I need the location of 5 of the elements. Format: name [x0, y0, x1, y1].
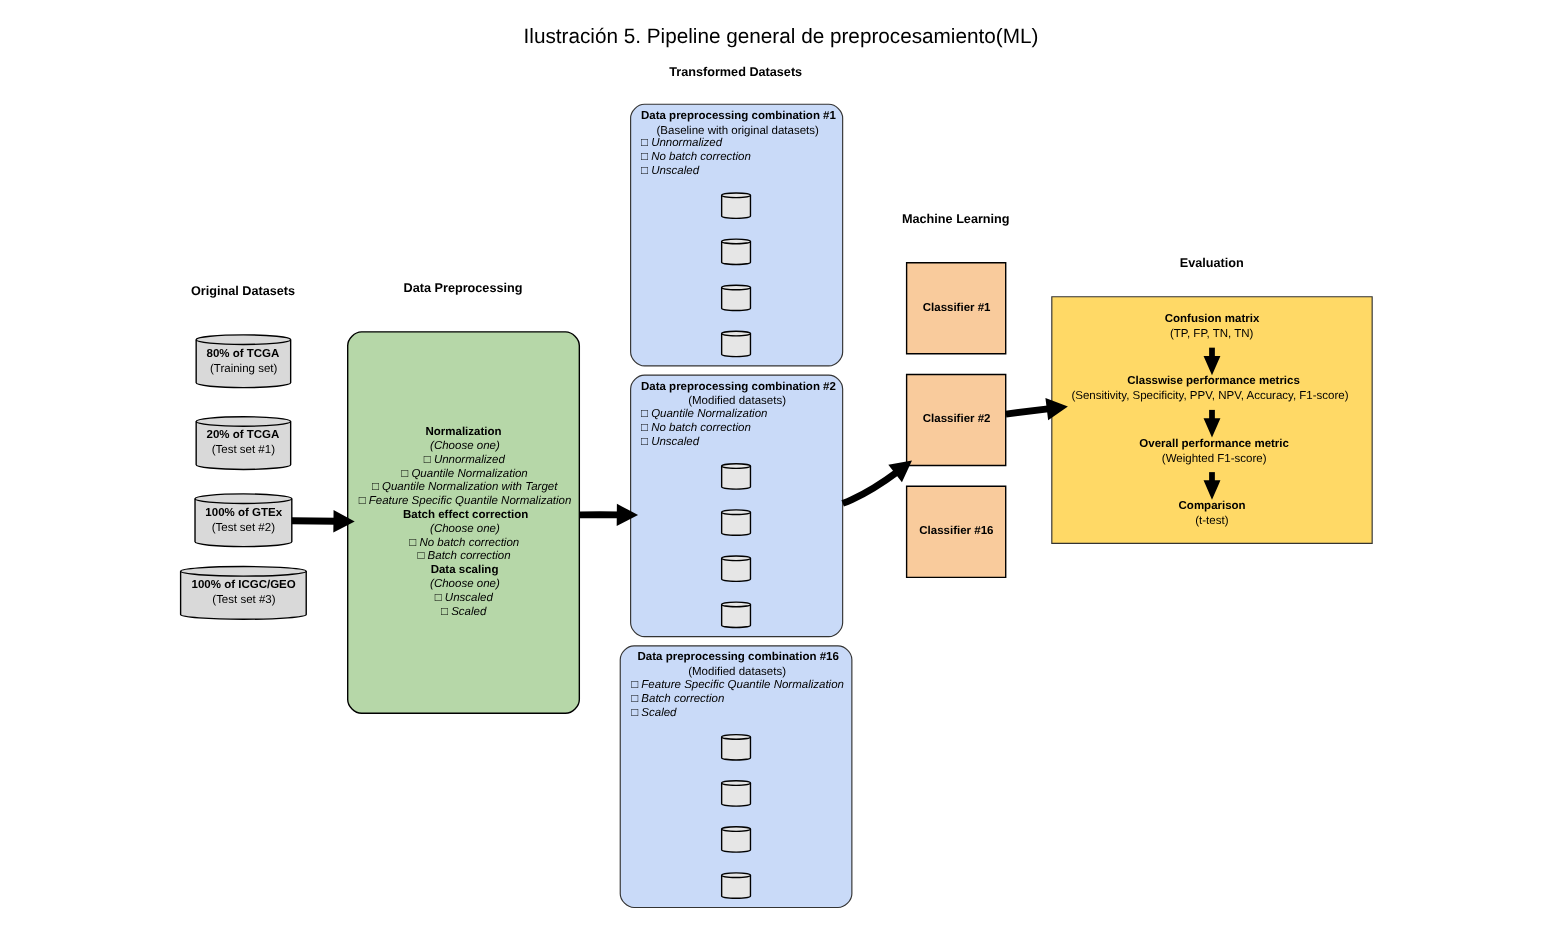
- diagram-title: Ilustración 5. Pipeline general de preprocesamiento(ML): [522, 26, 1038, 49]
- cluster: [1050, 296, 1372, 544]
- arrow: [290, 510, 354, 533]
- arrow: [578, 503, 638, 526]
- arrow: [1004, 397, 1067, 421]
